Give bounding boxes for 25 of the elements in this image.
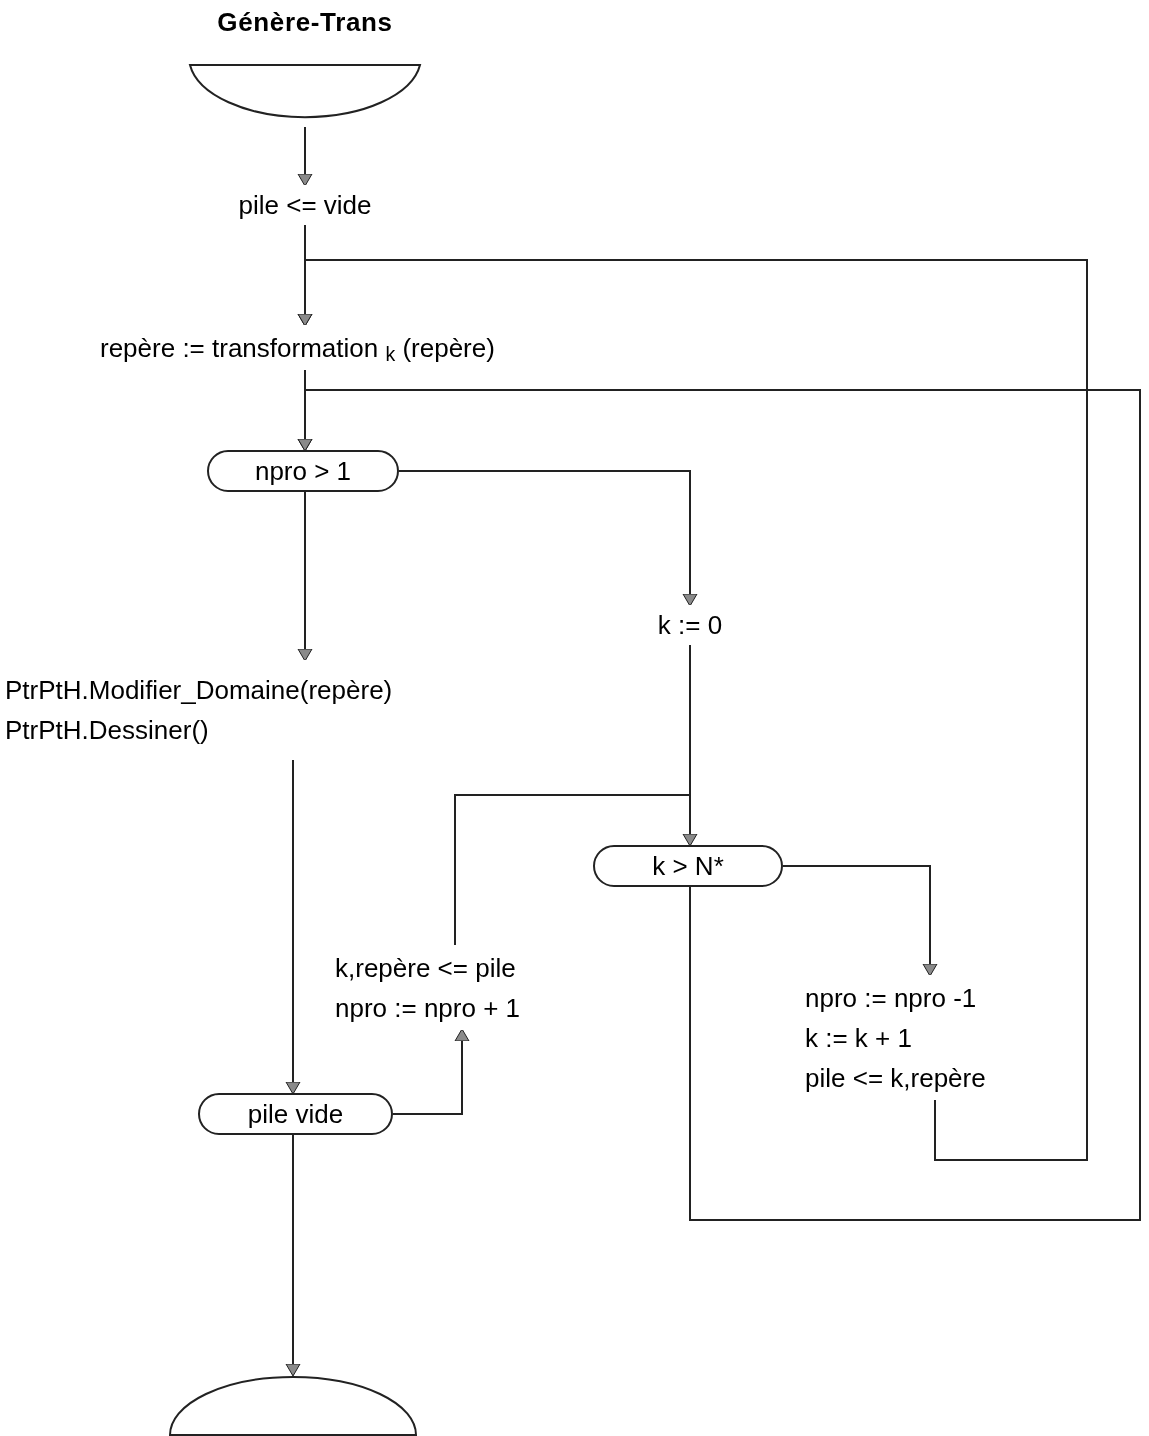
- arrow: [454, 794, 698, 946]
- arrow: [782, 865, 938, 977]
- arrow: [297, 389, 1141, 1221]
- arrow: [398, 470, 698, 607]
- arrow: [297, 259, 1088, 1161]
- end-terminal: [168, 1375, 418, 1436]
- node-text: npro := npro -1: [805, 981, 977, 1015]
- arrow: [297, 126, 313, 187]
- node-text: PtrPtH.Modifier_Domaine(repère): [5, 674, 393, 707]
- arrow: [285, 759, 301, 1095]
- node-text: k := k + 1: [805, 1021, 912, 1055]
- decision-pill: pile vide: [198, 1093, 393, 1135]
- node-text: Génère-Trans: [217, 6, 393, 39]
- node-text: pile <= vide: [238, 189, 372, 222]
- node-text: pile <= k,repère: [805, 1061, 986, 1095]
- node-text: k,repère <= pile: [335, 951, 516, 985]
- node-text: npro := npro + 1: [335, 991, 521, 1025]
- node-text: repère := transformation $_{k}$ (repère): [100, 331, 495, 365]
- node-text: k := 0: [657, 609, 723, 642]
- arrow: [297, 491, 313, 662]
- node-text: PtrPtH.Dessiner(): [5, 714, 209, 747]
- arrow: [285, 1134, 301, 1377]
- decision-pill: k > N*: [593, 845, 783, 887]
- arrow: [392, 1028, 470, 1115]
- decision-pill: npro > 1: [207, 450, 399, 492]
